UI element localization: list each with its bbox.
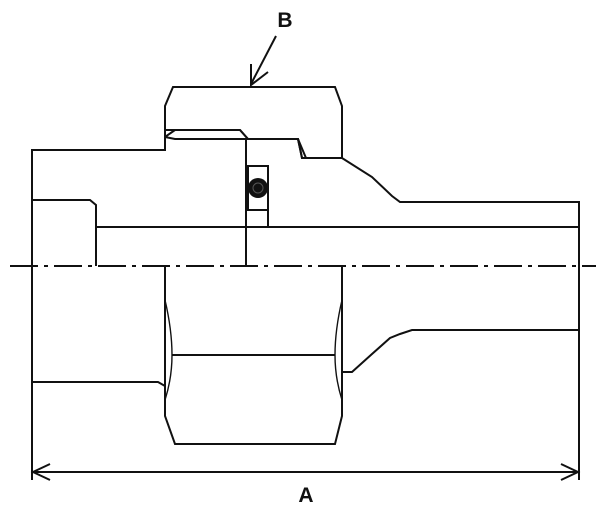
hex-nut-outline (164, 266, 343, 445)
dim-a-arrow-left (30, 463, 51, 481)
callout-b-label: B (277, 9, 292, 32)
dimension-a-label: A (298, 484, 313, 507)
left-body-outline (31, 266, 166, 387)
right-body-section (245, 138, 580, 228)
hex-flat-curve-left (164, 299, 173, 401)
dim-a-arrow-right (560, 463, 581, 481)
hex-flat-curve-right (334, 299, 343, 401)
left-body-section (31, 135, 247, 228)
right-body-outline (342, 266, 580, 373)
nut-section (164, 86, 343, 159)
nut-inner-collar (165, 129, 249, 140)
o-ring-highlight (252, 182, 264, 194)
callout-b-arrowhead (250, 64, 269, 88)
o-ring (248, 178, 268, 198)
callout-b-leader (250, 35, 277, 85)
